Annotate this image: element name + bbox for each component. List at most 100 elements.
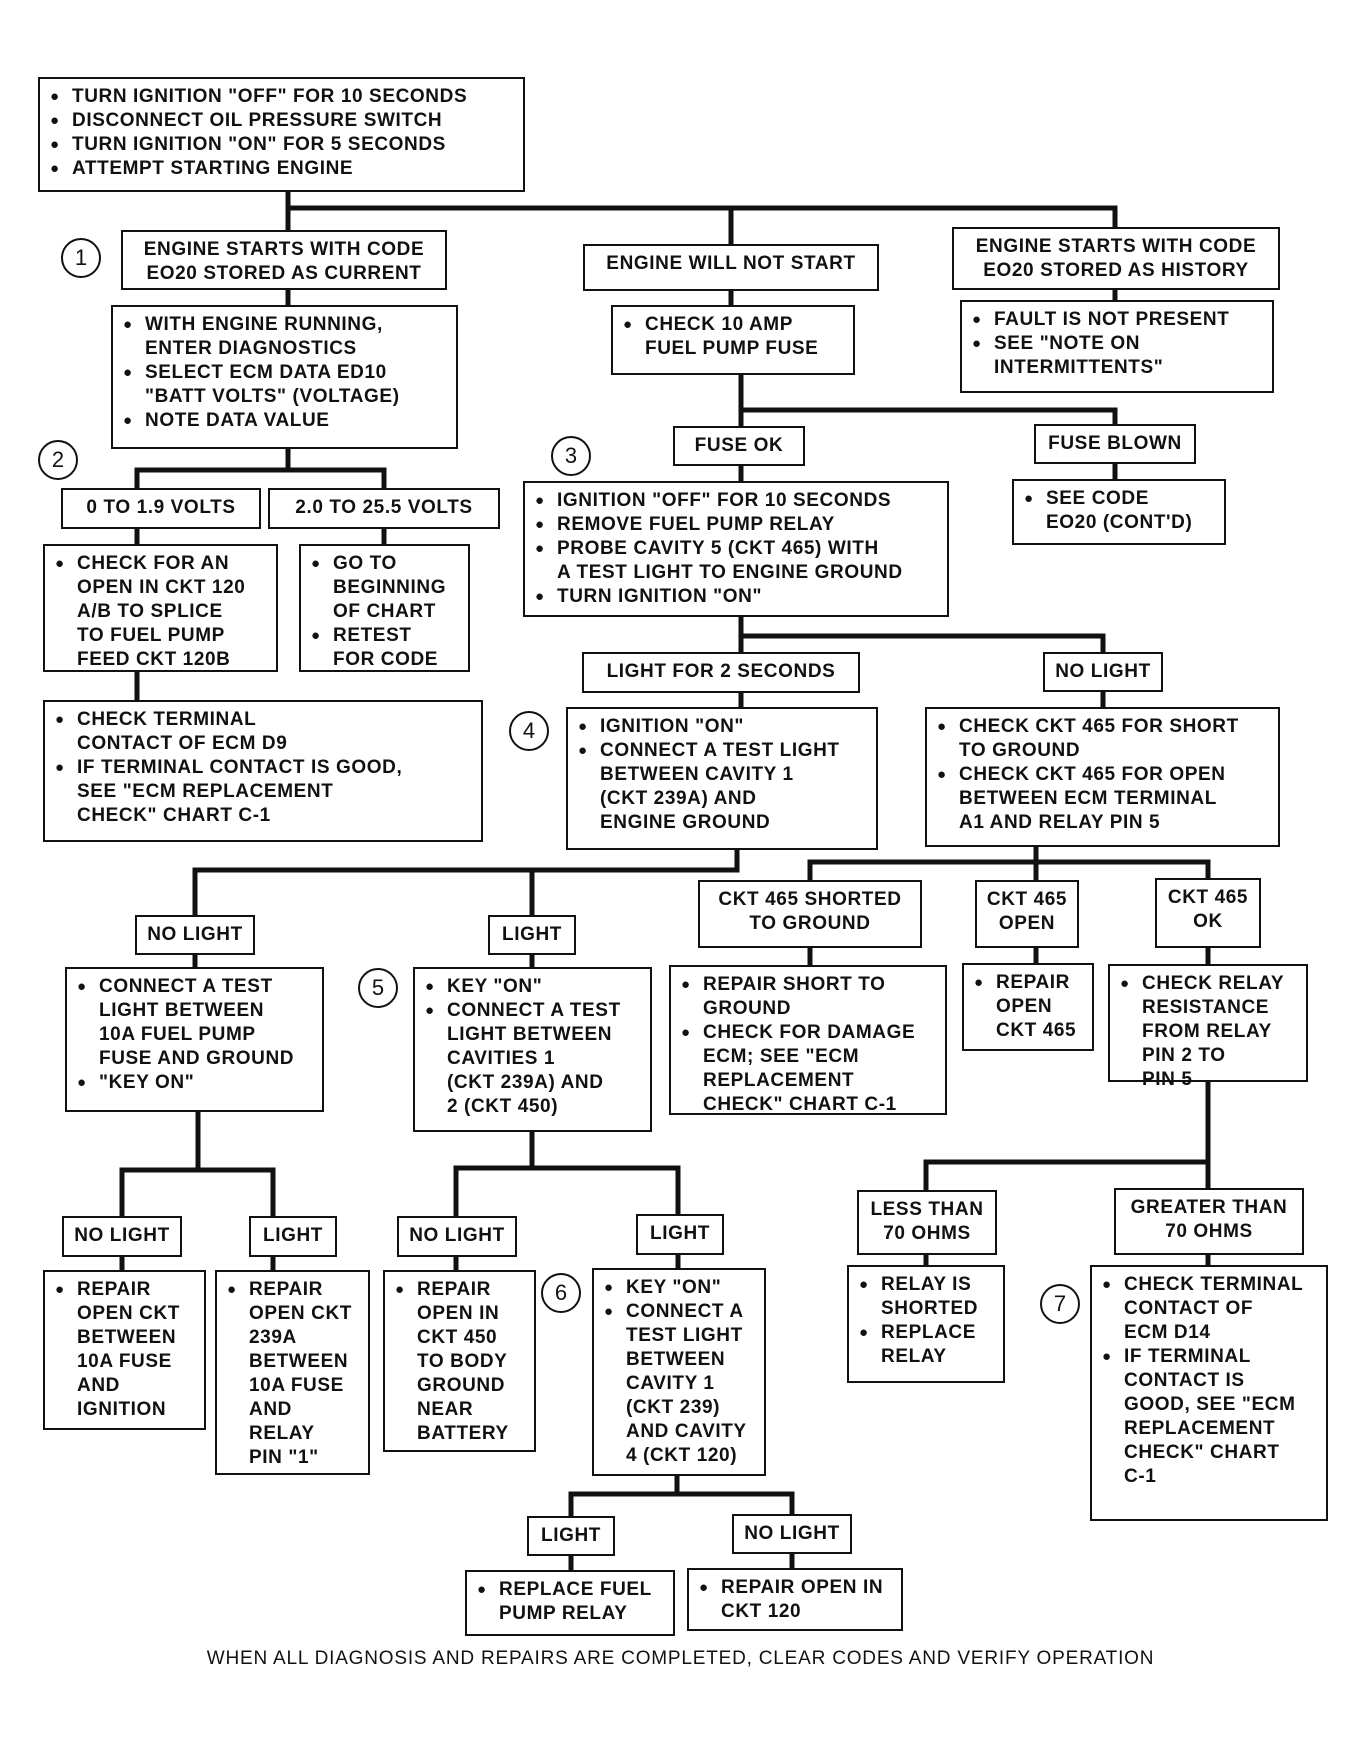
connector bbox=[192, 952, 535, 970]
connector bbox=[134, 446, 387, 491]
outcome-text: FUSE OK bbox=[694, 435, 784, 456]
outcome-text: LIGHT bbox=[650, 1223, 710, 1244]
outcome-text: LIGHT FOR 2 SECONDS bbox=[606, 661, 836, 682]
step-number-3: 3 bbox=[551, 436, 591, 476]
step-item: REPAIR OPEN CKT 239A BETWEEN 10A FUSE AN… bbox=[225, 1278, 360, 1470]
connector bbox=[738, 461, 1118, 484]
open-ckt120-box: CHECK FOR AN OPEN IN CKT 120 A/B TO SPLI… bbox=[43, 544, 278, 672]
connector bbox=[568, 1473, 795, 1519]
no-light-box: NO LIGHT bbox=[135, 915, 255, 955]
step-item: CHECK CKT 465 FOR OPEN BETWEEN ECM TERMI… bbox=[935, 763, 1270, 835]
relay-resistance-box: CHECK RELAY RESISTANCE FROM RELAY PIN 2 … bbox=[1108, 964, 1308, 1090]
step-item: KEY "ON" bbox=[423, 975, 642, 999]
replace-relay-box: REPLACE FUEL PUMP RELAY bbox=[465, 1570, 675, 1636]
connector bbox=[192, 847, 740, 918]
fault-not-present-box: FAULT IS NOT PRESENT SEE "NOTE ON INTERM… bbox=[960, 300, 1274, 393]
connector bbox=[807, 844, 1211, 883]
outcome-text: CKT 465 OPEN bbox=[986, 889, 1068, 934]
step-item: CHECK TERMINAL CONTACT OF ECM D9 bbox=[53, 708, 473, 756]
light-2-seconds-box: LIGHT FOR 2 SECONDS bbox=[582, 652, 860, 693]
outcome-text: ENGINE STARTS WITH CODE EO20 STORED AS C… bbox=[143, 239, 425, 284]
step-item: SEE CODE EO20 (CONT'D) bbox=[1022, 487, 1216, 535]
see-code-box: SEE CODE EO20 (CONT'D) bbox=[1012, 479, 1226, 545]
step-item: KEY "ON" bbox=[602, 1276, 756, 1300]
check-fuse-box: CHECK 10 AMP FUEL PUMP FUSE bbox=[611, 305, 855, 375]
ckt465-check-box: CHECK CKT 465 FOR SHORT TO GROUND CHECK … bbox=[925, 707, 1280, 847]
greater-than-70-ohms-box: GREATER THAN 70 OHMS bbox=[1114, 1188, 1304, 1255]
less-than-70-ohms-box: LESS THAN 70 OHMS bbox=[857, 1190, 997, 1255]
connector bbox=[453, 1252, 681, 1273]
light-box: LIGHT bbox=[636, 1214, 724, 1255]
step-number-7: 7 bbox=[1040, 1284, 1080, 1324]
ckt465-shorted-box: CKT 465 SHORTED TO GROUND bbox=[698, 880, 922, 948]
repair-open-465-box: REPAIR OPEN CKT 465 bbox=[962, 963, 1094, 1051]
connector bbox=[285, 189, 1118, 247]
step-item: RETEST FOR CODE bbox=[309, 624, 460, 672]
diagnostics-batt-volts-box: WITH ENGINE RUNNING, ENTER DIAGNOSTICS S… bbox=[111, 305, 458, 449]
cavity-1-4-test-box: KEY "ON" CONNECT A TEST LIGHT BETWEEN CA… bbox=[592, 1268, 766, 1476]
ecm-d9-box: CHECK TERMINAL CONTACT OF ECM D9 IF TERM… bbox=[43, 700, 483, 842]
engine-starts-current-box: ENGINE STARTS WITH CODE EO20 STORED AS C… bbox=[121, 230, 447, 290]
connector bbox=[738, 372, 1118, 429]
connector bbox=[119, 1109, 276, 1219]
step-item: CONNECT A TEST LIGHT BETWEEN CAVITY 1 (C… bbox=[602, 1300, 756, 1468]
repair-ckt120-box: REPAIR OPEN IN CKT 120 bbox=[687, 1568, 903, 1631]
step-item: CHECK FOR DAMAGE ECM; SEE "ECM REPLACEME… bbox=[679, 1021, 937, 1117]
outcome-text: LIGHT bbox=[502, 924, 562, 945]
outcome-text: LESS THAN 70 OHMS bbox=[870, 1199, 984, 1244]
connector bbox=[134, 526, 387, 547]
step-item: RELAY IS SHORTED bbox=[857, 1273, 995, 1321]
engine-will-not-start-box: ENGINE WILL NOT START bbox=[583, 244, 879, 291]
step-item: CHECK RELAY RESISTANCE FROM RELAY PIN 2 … bbox=[1118, 972, 1298, 1092]
step-item: IF TERMINAL CONTACT IS GOOD, SEE "ECM RE… bbox=[53, 756, 473, 828]
step-item: CHECK 10 AMP FUEL PUMP FUSE bbox=[621, 313, 845, 361]
no-light-box: NO LIGHT bbox=[732, 1514, 852, 1554]
connector bbox=[923, 1252, 1211, 1268]
step-item: TURN IGNITION "ON" bbox=[533, 585, 939, 609]
start-steps-box: TURN IGNITION "OFF" FOR 10 SECONDS DISCO… bbox=[38, 77, 525, 192]
relay-shorted-box: RELAY IS SHORTED REPLACE RELAY bbox=[847, 1265, 1005, 1383]
light-box: LIGHT bbox=[249, 1216, 337, 1257]
step-item: WITH ENGINE RUNNING, ENTER DIAGNOSTICS bbox=[121, 313, 448, 361]
step-item: IF TERMINAL CONTACT IS GOOD, SEE "ECM RE… bbox=[1100, 1345, 1318, 1489]
step-item: SELECT ECM DATA ED10 "BATT VOLTS" (VOLTA… bbox=[121, 361, 448, 409]
step-item: CONNECT A TEST LIGHT BETWEEN 10A FUEL PU… bbox=[75, 975, 314, 1071]
fuse-ok-box: FUSE OK bbox=[673, 426, 805, 466]
outcome-text: FUSE BLOWN bbox=[1048, 433, 1182, 454]
step-item: PROBE CAVITY 5 (CKT 465) WITH A TEST LIG… bbox=[533, 537, 939, 585]
fuse-ground-test-box: CONNECT A TEST LIGHT BETWEEN 10A FUEL PU… bbox=[65, 967, 324, 1112]
connector bbox=[568, 1551, 795, 1573]
step-item: CONNECT A TEST LIGHT BETWEEN CAVITY 1 (C… bbox=[576, 739, 868, 835]
connector bbox=[923, 1079, 1211, 1193]
step-item: NOTE DATA VALUE bbox=[121, 409, 448, 433]
step-item: TURN IGNITION "OFF" FOR 10 SECONDS bbox=[48, 85, 515, 109]
light-box: LIGHT bbox=[527, 1516, 615, 1556]
outcome-text: 0 TO 1.9 VOLTS bbox=[86, 497, 236, 518]
step-number-1: 1 bbox=[61, 238, 101, 278]
voltage-low-box: 0 TO 1.9 VOLTS bbox=[61, 488, 261, 529]
outcome-text: LIGHT bbox=[541, 1525, 601, 1546]
step-item: CHECK CKT 465 FOR SHORT TO GROUND bbox=[935, 715, 1270, 763]
step-item: REPAIR OPEN CKT BETWEEN 10A FUSE AND IGN… bbox=[53, 1278, 196, 1422]
footer-note: WHEN ALL DIAGNOSIS AND REPAIRS ARE COMPL… bbox=[206, 1648, 1155, 1669]
voltage-high-box: 2.0 TO 25.5 VOLTS bbox=[268, 488, 500, 529]
step-item: CHECK TERMINAL CONTACT OF ECM D14 bbox=[1100, 1273, 1318, 1345]
outcome-text: 2.0 TO 25.5 VOLTS bbox=[295, 497, 473, 518]
step-item: REPLACE FUEL PUMP RELAY bbox=[475, 1578, 665, 1626]
outcome-text: NO LIGHT bbox=[409, 1225, 505, 1246]
step-item: REPAIR OPEN CKT 465 bbox=[972, 971, 1084, 1043]
cavity1-test-box: IGNITION "ON" CONNECT A TEST LIGHT BETWE… bbox=[566, 707, 878, 850]
outcome-text: NO LIGHT bbox=[744, 1523, 840, 1544]
step-number-2: 2 bbox=[38, 440, 78, 480]
step-item: TURN IGNITION "ON" FOR 5 SECONDS bbox=[48, 133, 515, 157]
cavities-1-2-test-box: KEY "ON" CONNECT A TEST LIGHT BETWEEN CA… bbox=[413, 967, 652, 1132]
fuse-blown-box: FUSE BLOWN bbox=[1034, 424, 1196, 464]
outcome-text: LIGHT bbox=[263, 1225, 323, 1246]
repair-fuse-ignition-box: REPAIR OPEN CKT BETWEEN 10A FUSE AND IGN… bbox=[43, 1270, 206, 1430]
outcome-text: NO LIGHT bbox=[147, 924, 243, 945]
step-item: GO TO BEGINNING OF CHART bbox=[309, 552, 460, 624]
no-light-box: NO LIGHT bbox=[62, 1216, 182, 1257]
step-item: CONNECT A TEST LIGHT BETWEEN CAVITIES 1 … bbox=[423, 999, 642, 1119]
step-item: IGNITION "ON" bbox=[576, 715, 868, 739]
